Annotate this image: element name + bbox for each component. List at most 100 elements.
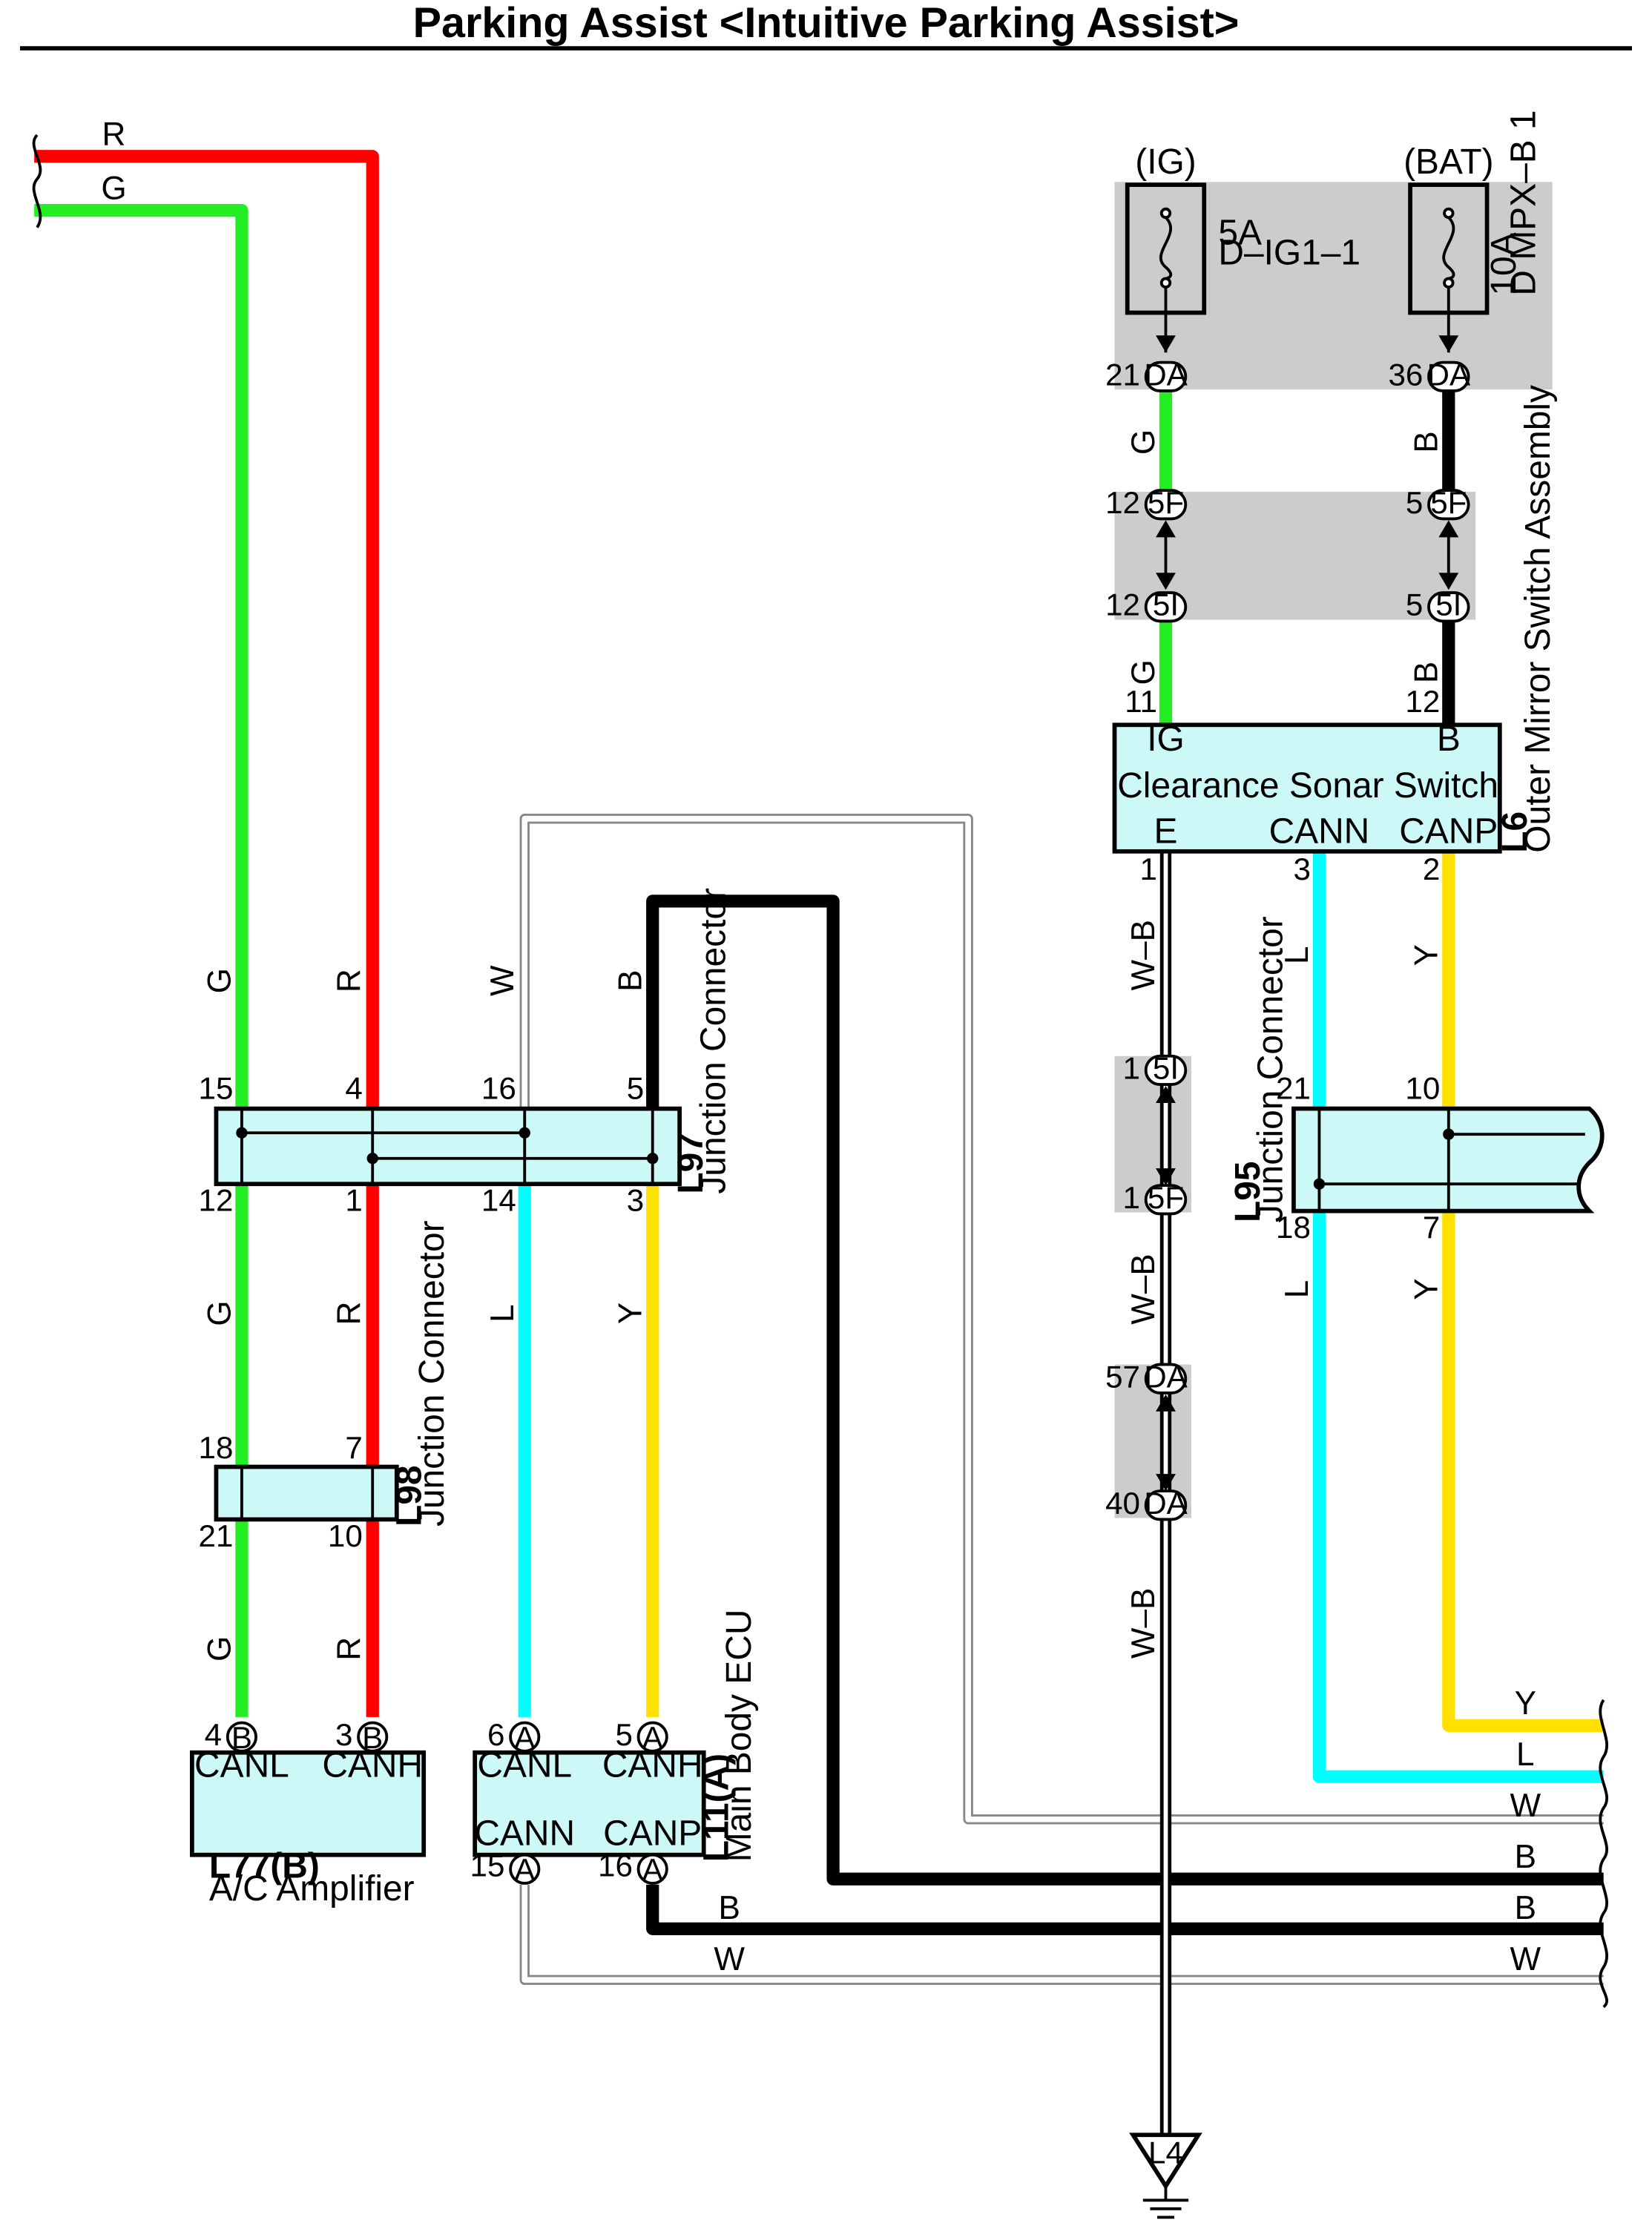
svg-text:5I: 5I [1435,587,1461,622]
svg-text:A: A [642,1720,664,1755]
component-l98: 18 7 21 10 L98 Junction Connector [199,1220,452,1553]
svg-text:W–B: W–B [1125,1588,1162,1659]
svg-text:21: 21 [1105,357,1140,392]
l6-name: Outer Mirror Switch Assembly [1518,385,1558,853]
svg-text:5I: 5I [1153,1050,1179,1085]
svg-text:5F: 5F [1148,1180,1184,1215]
connector-5f-5i-bat: 5F 5 5I 5 [1406,485,1470,623]
svg-text:E: E [1154,811,1178,851]
fuse-bat-rating: 10A [1484,232,1524,295]
svg-text:B: B [231,1720,252,1755]
svg-text:11: 11 [1125,684,1157,719]
fuse-bat-icon [1442,216,1455,280]
ground-icon [1129,2133,1202,2190]
svg-text:B: B [612,970,648,992]
svg-text:6: 6 [487,1717,504,1752]
svg-text:G: G [1125,429,1162,455]
svg-text:G: G [101,170,126,206]
svg-text:16: 16 [481,1070,516,1105]
component-l95: 21 10 18 7 L95 Junction Connector [1228,916,1605,1245]
svg-text:5F: 5F [1430,485,1467,520]
svg-text:L: L [1279,1280,1315,1299]
fuse-bat: (BAT) 10A D MPX–B 1 [1403,110,1544,353]
svg-text:14: 14 [481,1183,516,1218]
svg-text:A: A [642,1852,664,1887]
ground-l4: L4 [1129,2133,1202,2219]
l77-code: L77(B) [209,1846,320,1886]
svg-text:7: 7 [1423,1210,1440,1245]
l98-code: L98 [389,1466,429,1527]
svg-text:W–B: W–B [1125,1254,1162,1324]
l11-code: L11(A) [697,1753,736,1862]
svg-text:DA: DA [1144,1359,1188,1394]
l95-name: Junction Connector [1251,916,1291,1222]
svg-text:21: 21 [1276,1070,1311,1105]
svg-text:36: 36 [1388,357,1423,392]
svg-text:A: A [514,1720,536,1755]
svg-text:57: 57 [1105,1359,1140,1394]
svg-text:10: 10 [1405,1070,1440,1105]
svg-text:15: 15 [199,1070,234,1105]
svg-text:12: 12 [1105,485,1140,520]
svg-text:W: W [484,965,521,996]
svg-text:CANH: CANH [322,1745,423,1785]
fuse-ig-source-label: (IG) [1135,142,1196,182]
wire-red [34,150,379,1717]
svg-text:B: B [1437,719,1461,759]
svg-text:Y: Y [1408,1278,1444,1300]
svg-text:Y: Y [1515,1685,1536,1722]
svg-text:5: 5 [1406,485,1423,520]
svg-text:5I: 5I [1153,587,1179,622]
svg-text:L4: L4 [1148,2135,1183,2170]
svg-text:CANP: CANP [1399,811,1498,851]
svg-text:R: R [331,1302,367,1325]
svg-text:DA: DA [1427,357,1471,392]
l95-code: L95 [1228,1161,1268,1222]
svg-text:5F: 5F [1148,485,1184,520]
wire-color-labels: R G G R W B G R L Y G R G B G B W–B L Y … [101,116,1541,1977]
svg-text:L: L [1516,1736,1535,1773]
l6-title: Clearance Sonar Switch [1117,766,1498,806]
page-title: Parking Assist <Intuitive Parking Assist… [413,0,1240,47]
fuse-ig-name: D–IG1–1 [1218,233,1360,272]
svg-text:18: 18 [1276,1210,1311,1245]
connector-da-ground: DA 57 DA 40 [1105,1359,1188,1521]
svg-text:L: L [1279,946,1315,964]
svg-text:CANH: CANH [602,1745,703,1785]
l11-box [473,1750,706,1857]
fuse-bat-source-label: (BAT) [1403,142,1493,182]
svg-text:R: R [331,1637,367,1661]
svg-text:15: 15 [470,1848,505,1883]
connector-5i-5f-ground: 5I 1 5F 1 [1123,1050,1188,1216]
l98-name: Junction Connector [412,1220,452,1527]
fuse-bat-name: D MPX–B 1 [1504,110,1544,295]
svg-text:12: 12 [1405,684,1440,719]
component-l11: 6 A 5 A CANL CANH CANN CANP 15 A 16 A L1… [470,1610,759,1888]
svg-text:L: L [484,1304,521,1323]
l98-box [214,1464,399,1522]
left-break-marks [32,134,42,228]
component-l77: 4 B 3 B CANL CANH L77(B) A/C Amplifier [189,1717,427,1909]
component-l97: 15 4 16 5 12 1 14 3 L97 Junction Connect… [199,888,734,1218]
svg-text:1: 1 [1123,1180,1140,1215]
svg-text:B: B [1408,662,1444,683]
svg-text:1: 1 [345,1183,362,1218]
svg-text:21: 21 [199,1518,234,1553]
svg-text:16: 16 [598,1848,633,1883]
svg-text:W: W [1510,1941,1541,1977]
wire-white-l97-outer [519,814,1604,1825]
connector-da-ig: DA 21 [1105,335,1188,392]
svg-text:B: B [1515,1890,1536,1926]
svg-text:W–B: W–B [1125,920,1162,990]
svg-text:G: G [1125,659,1162,685]
svg-text:12: 12 [199,1183,234,1218]
page-header: Parking Assist <Intuitive Parking Assist… [19,0,1633,51]
l77-box [189,1750,427,1857]
l11-name: Main Body ECU [720,1610,759,1863]
svg-text:CANL: CANL [477,1745,572,1785]
svg-text:5: 5 [615,1717,632,1752]
svg-text:B: B [1515,1839,1536,1875]
svg-text:2: 2 [1423,852,1440,886]
svg-text:40: 40 [1105,1486,1140,1521]
